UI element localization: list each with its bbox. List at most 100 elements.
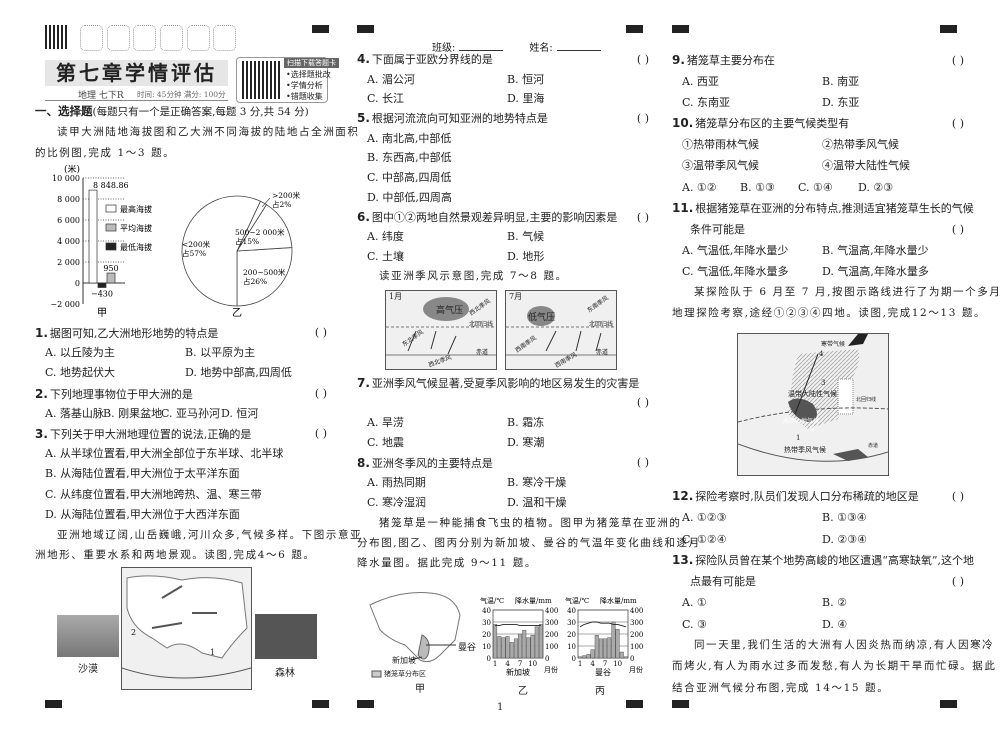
answer-option[interactable]: D. 地形 — [507, 249, 545, 263]
answer-option[interactable]: D. ②③ — [858, 180, 894, 194]
answer-option[interactable]: D. ④ — [822, 617, 848, 631]
answer-option[interactable]: C. 气温低,年降水量多 — [682, 264, 789, 278]
answer-option[interactable]: B. 以平原为主 — [185, 346, 256, 360]
answer-option[interactable]: A. 湄公河 — [367, 72, 415, 86]
answer-option[interactable]: C. ①②④ — [682, 532, 727, 546]
answer-option[interactable]: B. 霜冻 — [507, 416, 545, 429]
answer-option[interactable]: C. 长江 — [367, 92, 405, 106]
precip-bar — [534, 626, 539, 659]
answer-option[interactable]: ④温带大陆性气候 — [822, 159, 910, 173]
answer-option[interactable]: B. 从海陆位置看,甲大洲位于太平洋东面 — [45, 467, 240, 481]
answer-option[interactable]: D. 气温高,年降水量多 — [822, 264, 929, 278]
answer-blank[interactable]: ( ) — [636, 456, 649, 469]
answer-option[interactable]: A. 落基山脉 — [45, 406, 104, 420]
answer-option[interactable]: B. ② — [822, 596, 847, 610]
answer-option[interactable]: B. 气温高,年降水量少 — [822, 243, 929, 257]
answer-option[interactable]: D. 东亚 — [822, 96, 860, 110]
answer-option[interactable]: A. ① — [682, 596, 707, 610]
answer-blank[interactable]: ( ) — [951, 117, 964, 131]
question-text: 据图可知,乙大洲地形地势的特点是 — [49, 327, 219, 340]
answer-option[interactable]: C. 地势起伏大 — [45, 366, 116, 380]
answer-option[interactable]: ②热带季风气候 — [822, 138, 899, 152]
score-box[interactable] — [133, 25, 156, 51]
answer-option[interactable]: B. ①③④ — [822, 511, 867, 525]
answer-blank[interactable]: ( ) — [314, 426, 327, 440]
class-field[interactable]: 班级:姓名: — [432, 39, 601, 54]
precip-bar — [611, 621, 616, 659]
option-row: A. 西亚 B. 南亚 — [672, 71, 972, 92]
question-text: 下面属于亚欧分界线的是 — [371, 53, 493, 66]
registration-mark — [357, 25, 374, 33]
answer-blank[interactable]: ( ) — [636, 112, 649, 126]
answer-option[interactable]: B. 刚果盆地 — [103, 406, 163, 420]
map-point-1: 1 — [210, 648, 216, 657]
name-input[interactable] — [556, 50, 601, 51]
answer-blank[interactable]: ( ) — [951, 490, 964, 503]
question-text: 图中①②两地自然景观差异明显,主要的影响因素是 — [371, 210, 618, 224]
answer-option[interactable]: D. 地势中部高,四周低 — [185, 366, 292, 380]
paragraph-line: 降水量图。据此完成 9～11 题。 — [357, 557, 537, 569]
answer-option[interactable]: A. 雨热同期 — [367, 476, 426, 489]
answer-blank[interactable]: ( ) — [314, 326, 327, 339]
answer-option[interactable]: C. ①④ — [798, 180, 833, 194]
pie-slice-pct: 占26% — [243, 276, 267, 286]
score-box[interactable] — [187, 25, 210, 51]
answer-option[interactable]: A. 气温低,年降水量少 — [682, 243, 789, 257]
answer-blank[interactable]: ( ) — [951, 222, 964, 236]
answer-option[interactable]: C. ③ — [682, 617, 707, 631]
answer-option[interactable]: A. ①②③ — [682, 511, 727, 525]
answer-option[interactable]: A. 南北高,中部低 — [367, 131, 452, 145]
qr-code-icon[interactable] — [242, 61, 280, 99]
route-point-3: 3 — [821, 379, 826, 387]
answer-option[interactable]: D. ②③④ — [822, 532, 868, 546]
qr-code-icon[interactable] — [45, 25, 69, 49]
answer-option[interactable]: D. 温和干燥 — [507, 496, 567, 509]
answer-option[interactable]: B. 东西高,中部低 — [367, 151, 452, 165]
question-number: 1. — [35, 326, 48, 340]
option-row: A. 纬度 B. 气候 — [357, 227, 657, 247]
answer-option[interactable]: A. 西亚 — [682, 75, 719, 89]
answer-blank[interactable]: ( ) — [951, 575, 964, 589]
score-box[interactable] — [80, 25, 103, 51]
answer-option[interactable]: B. 南亚 — [822, 75, 860, 89]
answer-option[interactable]: B. 恒河 — [507, 72, 545, 86]
score-box[interactable] — [213, 25, 236, 51]
score-box[interactable] — [160, 25, 183, 51]
answer-option[interactable]: A. 纬度 — [367, 230, 404, 244]
forest-caption: 森林 — [275, 668, 295, 679]
answer-option[interactable]: C. 东南亚 — [682, 96, 731, 110]
answer-option[interactable]: A. ①② — [682, 180, 717, 194]
answer-option[interactable]: D. 恒河 — [221, 406, 259, 420]
answer-blank[interactable]: ( ) — [636, 210, 649, 224]
answer-option[interactable]: C. 寒冷湿润 — [367, 496, 427, 509]
answer-option[interactable]: C. 亚马孙河 — [161, 406, 221, 420]
answer-option[interactable]: C. 从纬度位置看,甲大洲地跨热、温、寒三带 — [45, 487, 262, 501]
class-input[interactable] — [459, 50, 504, 51]
answer-option[interactable]: ①热带雨林气候 — [682, 138, 759, 152]
y-tick-label: 10 000 — [52, 174, 80, 183]
temp-tick: 0 — [572, 655, 576, 663]
precip-axis-label: 降水量/mm — [600, 596, 637, 605]
questions-1-3: 1.据图可知,乙大洲地形地势的特点是 ( ) A. 以丘陵为主 B. 以平原为主 C. … — [35, 323, 361, 565]
precip-bar — [586, 654, 591, 659]
score-box[interactable] — [107, 25, 130, 51]
answer-blank[interactable]: ( ) — [636, 53, 649, 66]
answer-option[interactable]: A. 以丘陵为主 — [45, 346, 115, 360]
answer-option[interactable]: A. 旱涝 — [367, 416, 404, 429]
answer-blank[interactable]: ( ) — [636, 396, 649, 409]
answer-option[interactable]: B. 寒冷干燥 — [507, 476, 567, 489]
answer-option[interactable]: C. 中部高,四周低 — [367, 171, 452, 185]
answer-option[interactable]: B. ①③ — [740, 180, 775, 194]
answer-option[interactable]: D. 从海陆位置看,甲大洲位于大西洋东面 — [45, 507, 240, 521]
answer-option[interactable]: D. 寒潮 — [507, 436, 545, 449]
answer-option[interactable]: C. 地震 — [367, 436, 405, 449]
answer-option[interactable]: D. 里海 — [507, 92, 545, 106]
answer-option[interactable]: C. 土壤 — [367, 249, 405, 263]
answer-blank[interactable]: ( ) — [951, 54, 964, 67]
answer-blank[interactable]: ( ) — [314, 386, 327, 400]
answer-option[interactable]: D. 中部低,四周高 — [367, 190, 452, 204]
answer-option[interactable]: ③温带季风气候 — [682, 159, 759, 173]
answer-option[interactable]: B. 气候 — [507, 230, 545, 244]
route-point-4: 4 — [819, 350, 824, 358]
answer-option[interactable]: A. 从半球位置看,甲大洲全部位于东半球、北半球 — [45, 447, 284, 461]
